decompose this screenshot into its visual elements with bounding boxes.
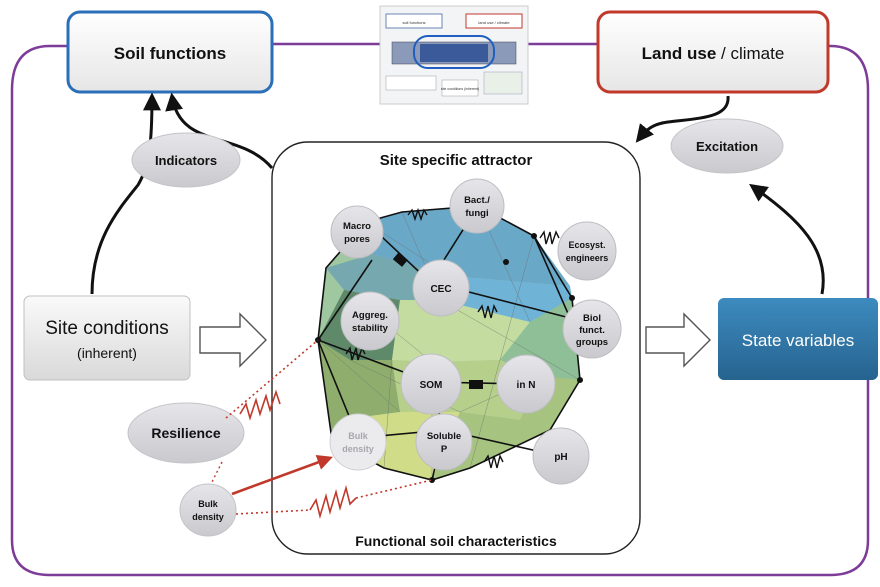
bulk-density-ellipse[interactable]: Bulk density [179, 483, 237, 537]
resilience-to-bulk-dotted [209, 461, 223, 487]
excitation-label: Excitation [696, 139, 758, 154]
resilience-spring [239, 389, 281, 421]
bact-fungi-line1: Bact./ [464, 195, 490, 206]
indicators-ellipse[interactable]: Indicators [131, 132, 241, 188]
node-ph[interactable]: pH [532, 427, 590, 485]
soil-functions-label: Soil functions [114, 44, 226, 63]
land-use-label: Land use / climate [642, 44, 785, 63]
land-use-rest: / climate [716, 44, 784, 63]
bact-fungi-line2: fungi [465, 208, 488, 219]
arrow-landuse-to-attractor [635, 95, 730, 143]
resilience-ellipse[interactable]: Resilience [127, 402, 245, 464]
node-in-n[interactable]: in N [496, 354, 556, 414]
node-cec[interactable]: CEC [412, 259, 470, 317]
node-ecosyst-engineers[interactable]: Ecosyst. engineers [557, 221, 617, 281]
node-som[interactable]: SOM [400, 353, 462, 415]
aggreg-stability-line2: stability [352, 323, 389, 334]
thumb-box3-label: site conditions (inherent) [441, 87, 479, 91]
bulk-density-faded-line2: density [342, 444, 374, 454]
bulk-spring [309, 484, 357, 520]
macro-pores-line2: pores [344, 234, 370, 245]
node-bact-fungi[interactable]: Bact./ fungi [449, 178, 505, 234]
bulk-spring-to-corner-dotted [355, 479, 433, 499]
site-conditions-box[interactable]: Site conditions (inherent) [23, 295, 191, 381]
soil-functions-box[interactable]: Soil functions [66, 10, 274, 94]
node-macro-pores[interactable]: Macro pores [330, 205, 384, 259]
node-soluble-p[interactable]: Soluble P [415, 413, 473, 471]
arrow-site-to-soil-functions [90, 92, 161, 295]
biol-funct-groups-line2: funct. [579, 325, 605, 336]
functional-soil-characteristics-label: Functional soil characteristics [355, 533, 557, 549]
hollow-arrow-right [645, 312, 711, 368]
soluble-p-line1: Soluble [427, 431, 461, 442]
node-bulk-density-faded[interactable]: Bulk density [329, 413, 387, 471]
site-conditions-label: Site conditions [45, 318, 169, 339]
outer-frame [10, 44, 870, 577]
ecosyst-engineers-line1: Ecosyst. [568, 240, 605, 250]
state-variables-label: State variables [742, 331, 854, 350]
attractor-title: Site specific attractor [380, 152, 533, 169]
arrow-state-to-excitation [749, 183, 825, 295]
overview-thumbnail: soil functions land use / climate site c… [379, 5, 529, 105]
state-variables-box[interactable]: State variables [718, 298, 878, 380]
ecosyst-engineers-line2: engineers [566, 253, 609, 263]
bulk-to-attractor-dotted [235, 509, 311, 515]
bulk-to-bulk-arrow [231, 454, 333, 496]
in-n-label: in N [517, 380, 536, 391]
node-aggreg-stability[interactable]: Aggreg. stability [340, 291, 400, 351]
bulk-density-faded-line1: Bulk [348, 431, 368, 441]
ph-label: pH [554, 452, 567, 463]
thumb-box2-label: land use / climate [478, 20, 510, 25]
bulk-density-line1: Bulk [198, 499, 218, 509]
indicators-label: Indicators [155, 153, 217, 168]
site-conditions-sublabel: (inherent) [77, 345, 137, 361]
resilience-dotted-line [225, 339, 319, 419]
macro-pores-line1: Macro [343, 221, 371, 232]
bulk-density-line2: density [192, 512, 224, 522]
biol-funct-groups-line1: Biol [583, 313, 601, 324]
excitation-ellipse[interactable]: Excitation [670, 118, 784, 174]
biol-funct-groups-line3: groups [576, 337, 608, 348]
som-label: SOM [420, 380, 443, 391]
hollow-arrow-left [199, 312, 267, 368]
land-use-bold: Land use [642, 44, 717, 63]
thumb-box1-label: soil functions [402, 20, 425, 25]
aggreg-stability-line1: Aggreg. [352, 310, 388, 321]
resilience-label: Resilience [151, 425, 220, 441]
land-use-box[interactable]: Land use / climate [596, 10, 830, 94]
node-biol-funct-groups[interactable]: Biol funct. groups [562, 299, 622, 359]
cec-label: CEC [430, 284, 451, 295]
soluble-p-line2: P [441, 444, 448, 455]
